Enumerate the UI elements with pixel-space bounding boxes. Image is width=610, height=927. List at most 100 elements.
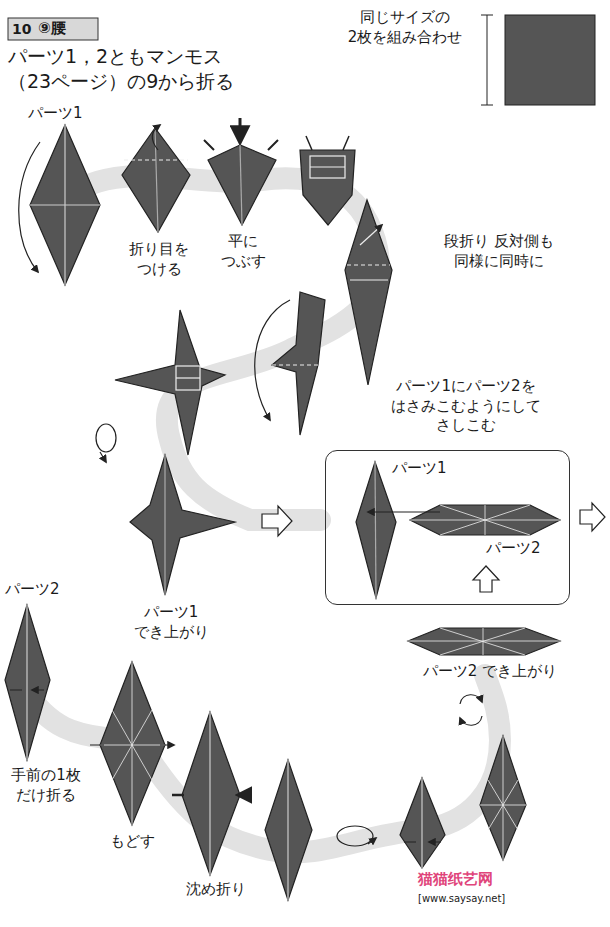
part-2-step-2 (90, 744, 174, 745)
rotate-arrow (460, 716, 482, 725)
turn-over-arrow (100, 452, 106, 462)
flow-arrow (262, 503, 605, 592)
part-2-step-1 (26, 605, 27, 760)
step-4 (306, 136, 349, 150)
part-2-step-5 (400, 778, 445, 868)
part-2-step-4 (287, 760, 288, 900)
size-square (481, 15, 595, 105)
step-1 (30, 125, 100, 285)
step-6 (255, 300, 290, 420)
part-name: パーツ1 (392, 459, 462, 479)
step-5 (345, 200, 392, 385)
part-2-step-1 (5, 605, 50, 760)
part-2-finished (408, 628, 560, 655)
part-name: パーツ1 (28, 104, 108, 124)
size-square (481, 105, 493, 106)
size-square (487, 15, 488, 105)
instruction-note: パーツ1，2ともマンモス （23ページ）の9から折る (8, 44, 308, 93)
part-2-step-4 (265, 760, 312, 900)
turn-over-arrow (96, 424, 116, 452)
part-1-finished (130, 455, 235, 595)
assembly (375, 462, 376, 598)
flow-arrow (262, 506, 292, 536)
part-name: パーツ2 (486, 539, 556, 559)
page-number: 10 (12, 20, 36, 38)
assembly (410, 505, 560, 535)
turn-over-arrow (337, 826, 376, 846)
assembly (410, 505, 560, 535)
flow-arrow (473, 566, 499, 592)
part-2-step-3 (172, 712, 250, 875)
size-note: 同じサイズの 2枚を組み合わせ (335, 8, 475, 47)
part-2-step-2 (90, 662, 174, 825)
step-4 (300, 136, 355, 225)
assembly (356, 462, 560, 598)
step-3 (204, 118, 278, 225)
step-1 (30, 204, 100, 205)
step-6 (255, 292, 325, 435)
step-5 (345, 200, 392, 385)
header-bar (8, 18, 98, 40)
step-caption: 沈め折り (180, 880, 252, 900)
header-bar (8, 18, 98, 40)
flow-arrow (580, 503, 605, 531)
step-7 (115, 310, 225, 455)
turn-over-arrow (337, 826, 373, 846)
part-2-finished (408, 628, 560, 655)
step-3 (208, 145, 276, 225)
size-square (481, 15, 493, 16)
step-caption: 段折り 反対側も 同様に同時に (440, 232, 558, 271)
part-2-step-6 (480, 736, 526, 860)
part-2-step-3 (209, 712, 210, 875)
step-caption: 平に つぶす (214, 232, 272, 271)
section-title: ⑨腰 (38, 19, 94, 39)
assembly-box: パーツ1にパーツ2を はさみこむようにして さしこむパーツ1パーツ2 (325, 450, 570, 605)
step-caption: パーツ2 でき上がり (405, 662, 575, 682)
flow-band (50, 176, 379, 520)
step-3 (204, 140, 278, 150)
part-1-finished (164, 455, 165, 595)
step-caption: パーツ1 でき上がり (125, 603, 217, 642)
part-2-step-6 (480, 736, 526, 860)
part-2-step-2 (100, 662, 165, 825)
step-1 (19, 125, 100, 285)
step-caption: 折り目を つける (120, 240, 198, 279)
part-2-step-6 (480, 736, 526, 860)
step-3 (240, 145, 242, 225)
step-1 (19, 142, 40, 272)
step-caption: 手前の1枚 だけ折る (2, 766, 90, 805)
part-1-finished (130, 455, 235, 595)
step-7 (176, 377, 200, 378)
watermark: 猫猫纸艺网 (418, 870, 528, 890)
step-caption: もどす (100, 832, 164, 852)
rotate-arrow (460, 695, 482, 704)
step-6 (272, 364, 318, 365)
step-7 (115, 310, 225, 455)
step-3 (239, 118, 242, 142)
assembly-instruction: パーツ1にパーツ2を はさみこむようにして さしこむ (381, 377, 551, 436)
part-2-step-5 (400, 778, 445, 868)
part-2-finished (408, 628, 560, 655)
watermark: [www.saysay.net] (418, 892, 528, 905)
turn-over-arrow (96, 424, 116, 462)
step-2 (152, 125, 160, 150)
part-2-step-2 (100, 662, 165, 825)
step-2 (155, 128, 158, 232)
step-7 (176, 366, 200, 390)
part-2-step-4 (265, 760, 312, 900)
part-2-step-1 (5, 605, 50, 760)
step-4 (310, 166, 345, 167)
step-2 (122, 125, 190, 232)
step-4 (310, 156, 345, 178)
part-2-step-3 (182, 712, 240, 875)
part-2-step-1 (10, 689, 44, 690)
part-2-step-5 (404, 841, 441, 842)
assembly (356, 462, 396, 598)
step-5 (347, 264, 390, 265)
step-6 (272, 292, 325, 435)
part-2-step-3 (172, 794, 250, 797)
part-2-step-5 (421, 778, 422, 868)
turn-over-arrow (368, 838, 376, 844)
assembly (368, 511, 440, 512)
